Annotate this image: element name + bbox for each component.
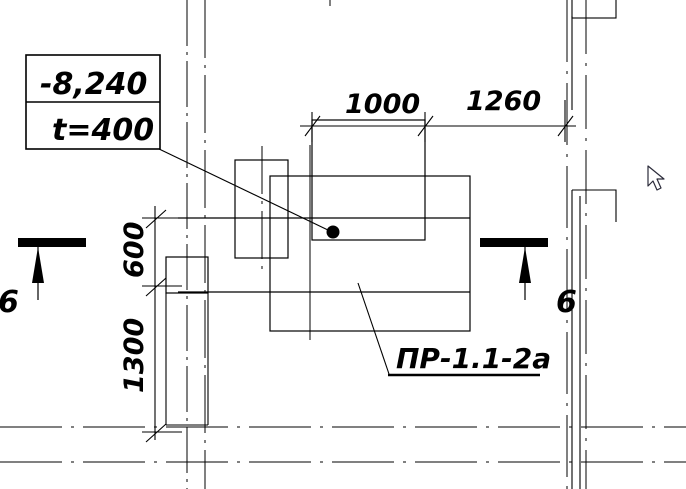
dimension-label-1000: 1000	[345, 89, 420, 120]
section-marker-right-bar	[480, 238, 548, 247]
left-pier-rectangle	[165, 256, 209, 294]
column-crosshairs	[261, 145, 311, 340]
dim-tick-2	[417, 115, 434, 137]
section-marker-right[interactable]: 6	[480, 238, 577, 320]
dimv-tick-3	[145, 423, 167, 443]
dimv-tick-1	[145, 209, 167, 229]
dim-tick-1	[304, 115, 321, 137]
dimension-label-1260: 1260	[466, 86, 541, 117]
section-marker-left-label: 6	[0, 285, 19, 320]
right-top-box	[571, 0, 617, 19]
insertion-point-dot	[326, 225, 340, 239]
dimension-label-600: 600	[119, 222, 150, 278]
section-marker-right-label: 6	[556, 285, 577, 320]
inner-opening-rectangle	[311, 119, 426, 241]
vertical-dimension-group	[142, 206, 182, 443]
element-tag-label: ПР-1.1-2а	[396, 342, 551, 375]
section-marker-right-arrowhead	[519, 247, 531, 283]
left-pier-shaft	[165, 293, 209, 426]
dimension-label-1300: 1300	[119, 318, 150, 393]
elevation-callout-box[interactable]: -8,240 t=400	[25, 54, 161, 150]
arrow-cursor	[647, 165, 665, 191]
dimv-tick-2	[145, 277, 167, 297]
main-outlines	[165, 119, 471, 332]
right-lower-box	[572, 189, 617, 222]
callout-leader-line	[156, 147, 331, 232]
element-tag-leader	[357, 282, 390, 375]
outer-slab-rectangle	[269, 175, 471, 332]
dim-tick-3	[557, 115, 574, 137]
section-marker-left-arrowhead	[32, 247, 44, 283]
horizontal-dimension-group	[300, 100, 576, 142]
elevation-level-text: -8,240	[40, 67, 147, 102]
elevation-thickness-text: t=400	[52, 113, 154, 148]
right-wall-geometry	[571, 0, 617, 489]
section-marker-left-bar	[18, 238, 86, 247]
section-marker-left[interactable]: 6	[0, 238, 86, 320]
